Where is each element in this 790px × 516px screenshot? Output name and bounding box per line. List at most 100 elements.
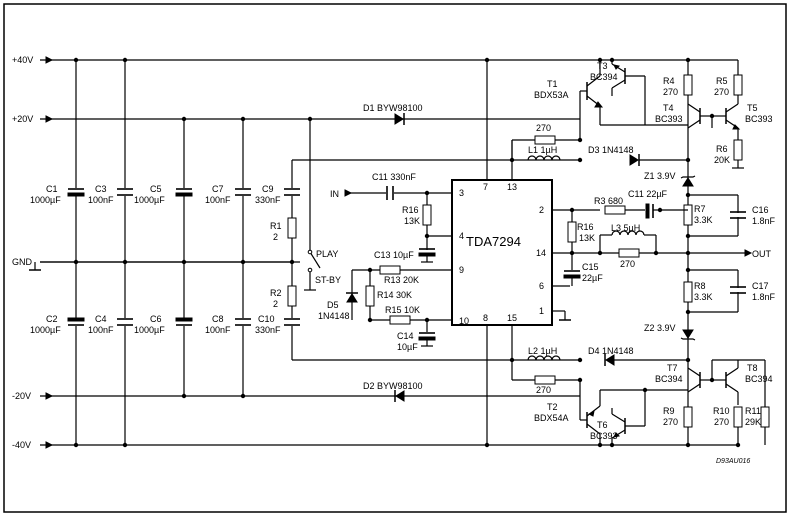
rail-label-plus40: +40V (12, 55, 33, 65)
r16b-resistor (567, 221, 577, 243)
t1-label: T1 (547, 79, 558, 89)
d3-label: D3 1N4148 (588, 145, 634, 155)
r5-value: 270 (714, 87, 729, 97)
pin-10: 10 (459, 316, 469, 326)
r10-value: 270 (714, 417, 729, 427)
r16a-value: 13K (404, 216, 420, 226)
r8-value: 3.3K (694, 292, 713, 302)
c16-label: C16 (752, 205, 769, 215)
c11b-capacitor (645, 203, 654, 219)
r270c-resistor (618, 248, 640, 258)
r10-resistor (733, 406, 743, 428)
l3-inductor (611, 230, 645, 236)
r14-label: R14 30K (377, 290, 412, 300)
t8-transistor (712, 360, 739, 405)
r15-resistor (389, 315, 411, 325)
t3-label: T3 (597, 61, 608, 71)
d4-label: D4 1N4148 (588, 346, 634, 356)
t1-transistor (580, 60, 604, 125)
pin-7: 7 (483, 182, 488, 192)
d5-diode (346, 292, 358, 303)
c15-value: 22µF (582, 273, 603, 283)
c5-label: C5 (150, 184, 162, 194)
t5-value: BC393 (745, 114, 773, 124)
t3-value: BC394 (590, 72, 618, 82)
ic-pin-wires (344, 57, 753, 448)
r4-label: R4 (663, 76, 675, 86)
t4-value: BC393 (655, 114, 683, 124)
c10-value: 330nF (255, 325, 281, 335)
c11-label: C11 330nF (372, 172, 416, 182)
r3-label: R3 680 (594, 196, 623, 206)
r4-resistor (683, 74, 693, 96)
r6-label: R6 (716, 144, 728, 154)
r5-label: R5 (716, 76, 728, 86)
c6-value: 1000µF (134, 325, 165, 335)
d2-label: D2 BYW98100 (363, 381, 423, 391)
d5-label: D5 (327, 300, 339, 310)
d5-value: 1N4148 (318, 311, 350, 321)
pin-2: 2 (539, 205, 544, 215)
l3-label: L3 5µH (611, 223, 640, 233)
pin-8: 8 (483, 313, 488, 323)
r16a-label: R16 (402, 205, 419, 215)
t1-value: BDX53A (534, 90, 569, 100)
rail-label-gnd: GND (12, 257, 33, 267)
r1-value: 2 (273, 232, 278, 242)
c7-label: C7 (212, 184, 224, 194)
r1-label: R1 (270, 221, 282, 231)
output-label: OUT (752, 249, 772, 259)
c2-label: C2 (46, 314, 58, 324)
r7-resistor (683, 204, 693, 226)
r3-resistor (604, 205, 626, 215)
c4-value: 100nF (88, 325, 114, 335)
pin-6: 6 (539, 281, 544, 291)
c14-label: C14 (397, 331, 414, 341)
t7-label: T7 (667, 363, 678, 373)
r2-value: 2 (273, 299, 278, 309)
c16-value: 1.8nF (752, 216, 776, 226)
t6-label: T6 (597, 420, 608, 430)
c13-label: C13 10µF (374, 250, 414, 260)
t7-value: BC394 (655, 374, 683, 384)
r9-resistor (683, 406, 693, 428)
t8-value: BC394 (745, 374, 773, 384)
standby-switch (304, 116, 321, 291)
t6-value: BC393 (590, 431, 618, 441)
t5-label: T5 (747, 103, 758, 113)
input-label: IN (330, 189, 339, 199)
c6-label: C6 (150, 314, 162, 324)
c9-value: 330nF (255, 195, 281, 205)
r270a-resistor (534, 135, 556, 145)
t3-transistor (611, 60, 646, 125)
l2-label: L2 1µH (528, 346, 557, 356)
pin-9: 9 (459, 265, 464, 275)
r270b-value: 270 (536, 385, 551, 395)
frame (3, 3, 787, 513)
c9-label: C9 (262, 184, 274, 194)
r2-resistor (287, 285, 297, 307)
rail-label-minus20: -20V (12, 391, 31, 401)
pin-1: 1 (539, 306, 544, 316)
r15-label: R15 10K (385, 305, 420, 315)
c2-value: 1000µF (30, 325, 61, 335)
r270a-value: 270 (536, 123, 551, 133)
c10-label: C10 (258, 314, 275, 324)
switch-play-label: PLAY (316, 249, 338, 259)
z2-label: Z2 3.9V (644, 323, 676, 333)
c11-input-capacitor (386, 186, 394, 200)
r11-label: R11 (745, 406, 761, 416)
r9-label: R9 (663, 406, 675, 416)
t4-transistor (687, 103, 712, 129)
c11b-label: C11 22µF (628, 189, 668, 199)
l1-inductor (527, 155, 561, 161)
t5-transistor (712, 103, 741, 140)
r13-resistor (379, 265, 401, 275)
pin-13: 13 (507, 182, 517, 192)
t2-value: BDX54A (534, 413, 569, 423)
t8-label: T8 (747, 363, 758, 373)
l1-label: L1 1µH (528, 145, 557, 155)
rail-label-minus40: -40V (12, 440, 31, 450)
t4-label: T4 (663, 103, 674, 113)
